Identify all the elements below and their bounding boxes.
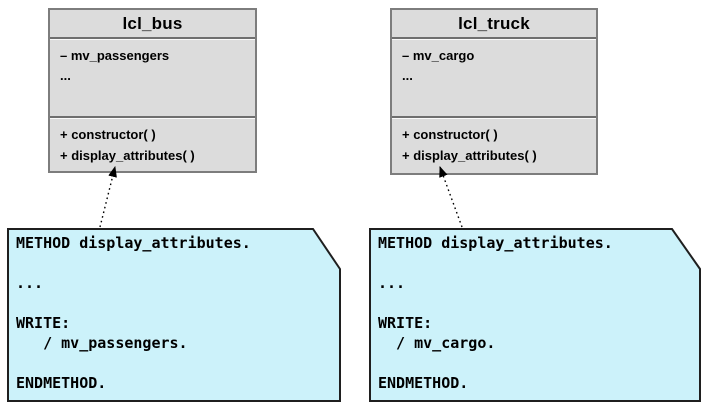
note-display-attributes-bus: METHOD display_attributes. ... WRITE: / … [7,228,341,402]
method-constructor: + constructor( ) [60,127,156,142]
attribute-ellipsis: ... [402,68,413,83]
method-display-attributes: + display_attributes( ) [402,148,537,163]
note-folded-corner-shape [7,228,341,402]
note-arrow-truck [439,165,463,228]
class-attributes-lcl-bus: – mv_passengers ... [50,40,255,116]
note-code-truck: METHOD display_attributes. ... WRITE: / … [378,234,613,392]
class-box-lcl-bus: lcl_bus – mv_passengers ... + constructo… [48,8,257,173]
class-name-lcl-bus: lcl_bus [122,14,183,33]
compartment-divider [392,37,596,40]
note-display-attributes-truck: METHOD display_attributes. ... WRITE: / … [369,228,701,402]
class-methods-lcl-bus: + constructor( ) + display_attributes( ) [50,119,255,166]
class-box-lcl-truck: lcl_truck – mv_cargo ... + constructor( … [390,8,598,175]
compartment-divider [392,116,596,119]
note-code-bus: METHOD display_attributes. ... WRITE: / … [16,234,251,392]
note-outline [7,228,341,402]
attribute-mv-cargo: – mv_cargo [402,48,475,63]
note-arrow-bus [99,165,117,228]
method-constructor: + constructor( ) [402,127,498,142]
class-name-lcl-truck: lcl_truck [458,14,530,33]
note-outline [369,228,701,402]
method-display-attributes: + display_attributes( ) [60,148,195,163]
attribute-mv-passengers: – mv_passengers [60,48,170,63]
class-attributes-lcl-truck: – mv_cargo ... [392,40,596,116]
note-folded-corner-shape [369,228,701,402]
attribute-ellipsis: ... [60,68,71,83]
class-methods-lcl-truck: + constructor( ) + display_attributes( ) [392,119,596,166]
compartment-divider [50,116,255,119]
compartment-divider [50,37,255,40]
